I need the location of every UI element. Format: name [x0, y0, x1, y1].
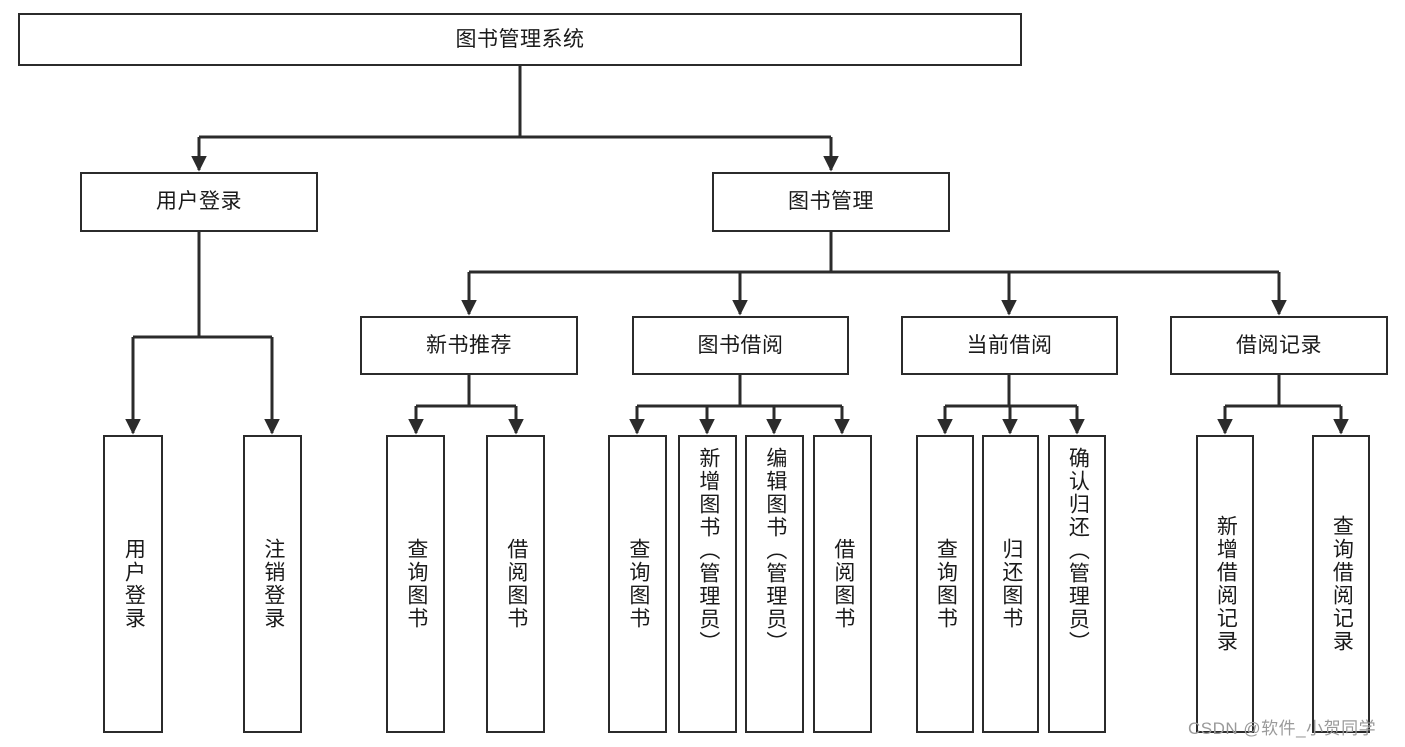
node-leaf-confirm-return-admin[interactable]: 确认归还（管理员）: [1048, 435, 1106, 733]
node-label: 当前借阅: [966, 333, 1053, 357]
node-current-borrowing[interactable]: 当前借阅: [901, 316, 1118, 375]
node-label: 新增图书（管理员）: [696, 447, 720, 654]
node-label: 借阅图书: [504, 538, 528, 630]
node-leaf-add-borrow-record[interactable]: 新增借阅记录: [1196, 435, 1254, 733]
node-leaf-borrow-book-recommend[interactable]: 借阅图书: [486, 435, 545, 733]
node-label: 用户登录: [156, 190, 242, 214]
csdn-watermark: CSDN @软件_小贺同学: [1188, 719, 1377, 738]
node-leaf-query-book-recommend[interactable]: 查询图书: [386, 435, 445, 733]
node-label: 用户登录: [122, 538, 146, 630]
node-label: 确认归还（管理员）: [1066, 447, 1090, 654]
node-leaf-user-login[interactable]: 用户登录: [103, 435, 163, 733]
node-leaf-borrow-book[interactable]: 借阅图书: [813, 435, 872, 733]
node-label: 查询借阅记录: [1330, 515, 1354, 653]
node-label: 查询图书: [404, 538, 428, 630]
node-label: 注销登录: [261, 538, 285, 630]
node-book-borrowing[interactable]: 图书借阅: [632, 316, 849, 375]
node-new-book-recommendation[interactable]: 新书推荐: [360, 316, 578, 375]
node-root-book-management-system[interactable]: 图书管理系统: [18, 13, 1022, 66]
node-label: 图书管理: [788, 190, 874, 214]
node-label: 借阅图书: [831, 538, 855, 630]
node-label: 图书管理系统: [455, 27, 585, 51]
node-label: 查询图书: [934, 538, 958, 630]
node-leaf-return-book[interactable]: 归还图书: [982, 435, 1039, 733]
node-leaf-query-book-borrowing[interactable]: 查询图书: [608, 435, 667, 733]
node-label: 编辑图书（管理员）: [763, 447, 787, 654]
node-book-management[interactable]: 图书管理: [712, 172, 950, 232]
node-label: 借阅记录: [1236, 333, 1322, 357]
node-leaf-query-book-current[interactable]: 查询图书: [916, 435, 974, 733]
connector-lines: [125, 66, 1349, 435]
node-label: 新增借阅记录: [1214, 515, 1238, 653]
node-label: 查询图书: [626, 538, 650, 630]
node-leaf-logout[interactable]: 注销登录: [243, 435, 302, 733]
node-leaf-edit-book-admin[interactable]: 编辑图书（管理员）: [745, 435, 804, 733]
node-label: 图书借阅: [697, 333, 784, 357]
node-leaf-query-borrow-record[interactable]: 查询借阅记录: [1312, 435, 1370, 733]
node-user-login[interactable]: 用户登录: [80, 172, 318, 232]
node-label: 新书推荐: [426, 333, 512, 357]
node-leaf-add-book-admin[interactable]: 新增图书（管理员）: [678, 435, 737, 733]
node-label: 归还图书: [999, 538, 1023, 630]
node-borrowing-record[interactable]: 借阅记录: [1170, 316, 1388, 375]
